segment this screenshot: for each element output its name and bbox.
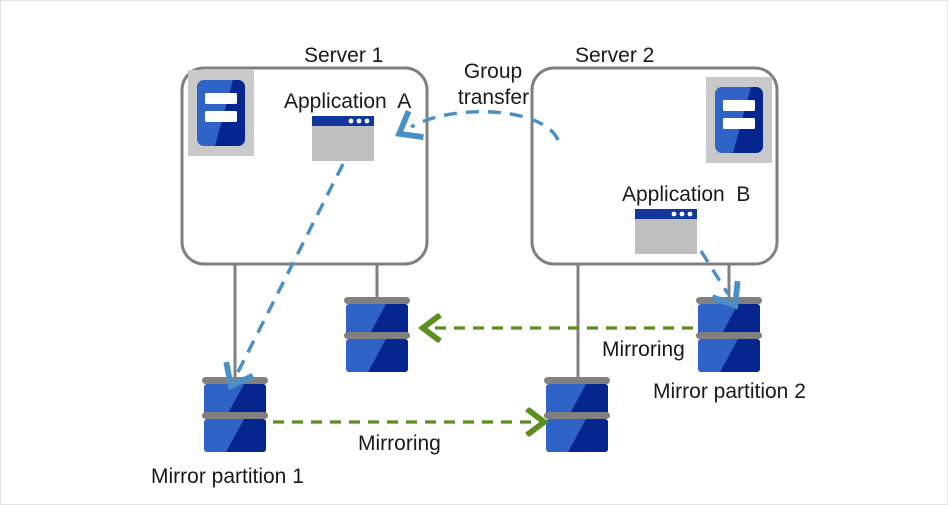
app-b-to-mirror-partition-2-arrow — [699, 250, 728, 294]
mirroring-label-top: Mirroring — [602, 338, 685, 361]
mirroring-label-bottom: Mirroring — [358, 432, 441, 455]
group-transfer-arrow — [411, 109, 560, 141]
application-window-icon-a — [312, 116, 374, 161]
server-1-title: Server 1 — [304, 44, 384, 67]
group-transfer-label-line2: transfer — [457, 86, 530, 109]
server-icon-2 — [706, 77, 772, 163]
server-1-box — [180, 66, 429, 266]
app-a-to-mirror-partition-1-arrow — [237, 163, 345, 374]
application-b-label: Application B — [622, 183, 751, 206]
application-window-icon-b — [635, 209, 697, 254]
disk-stack-icon-server2-partition — [544, 377, 610, 452]
server-2-box — [530, 66, 779, 266]
disk-stack-icon-server1-partition — [344, 297, 410, 372]
server-2-title: Server 2 — [575, 44, 655, 67]
disk-stack-icon-mirror-partition-2 — [696, 297, 762, 372]
disk-stack-icon-mirror-partition-1 — [202, 377, 268, 452]
mirror-partition-2-label: Mirror partition 2 — [653, 380, 806, 403]
application-a-label: Application A — [284, 90, 412, 113]
mirror-partition-1-label: Mirror partition 1 — [151, 465, 304, 488]
server-icon-1 — [188, 70, 254, 156]
group-transfer-label-line1: Group — [463, 60, 523, 83]
